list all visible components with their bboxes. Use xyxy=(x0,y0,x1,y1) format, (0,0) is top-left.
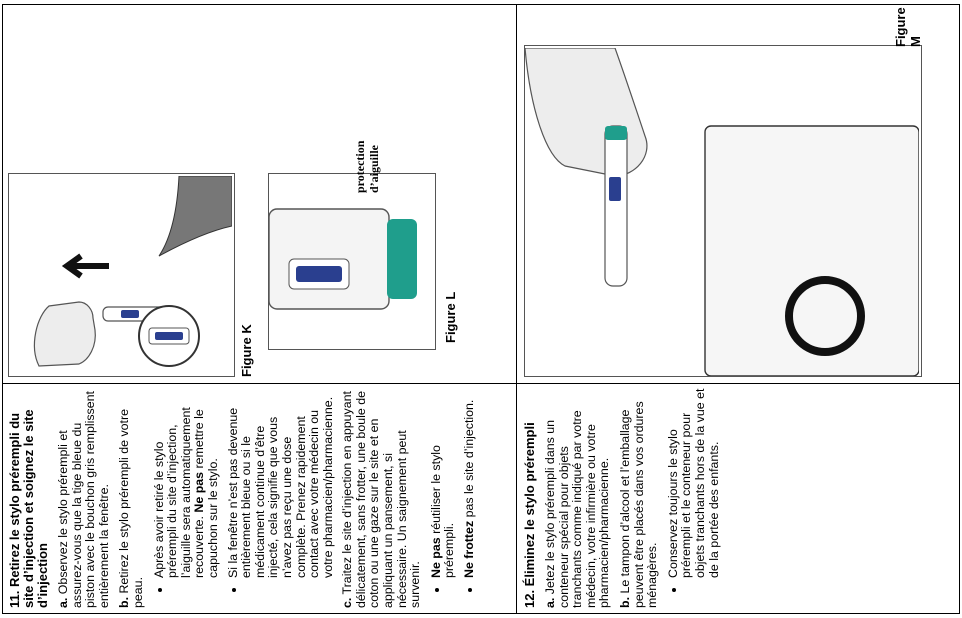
step12-b-bullet1: Conservez toujours le stylo prérempli et… xyxy=(666,388,721,578)
disposal-pen-tip xyxy=(605,126,627,140)
step11-b-bullet2: Si la fenêtre n’est pas devenue entièrem… xyxy=(226,388,336,578)
step11-c: c. Traitez le site d’injection en appuya… xyxy=(340,391,423,608)
pen-closeup-window-fill xyxy=(296,266,342,282)
step11-c-bullet2: Ne frottez pas le site d’injection. xyxy=(462,388,477,578)
arrow-up xyxy=(61,253,109,279)
pen-window xyxy=(121,310,139,318)
step11-b-list: Après avoir retiré le stylo prérempli du… xyxy=(152,388,336,608)
step12-b-list: Conservez toujours le stylo prérempli et… xyxy=(666,388,721,608)
disposal-pen-window xyxy=(609,177,621,201)
figure-l xyxy=(268,173,436,350)
column-divider xyxy=(3,383,959,384)
step11-b-bullet1: Après avoir retiré le stylo prérempli du… xyxy=(152,388,221,578)
instruction-table: 11. Retirez le stylo prérempli du site d… xyxy=(2,4,960,614)
step11-text-cell: 11. Retirez le stylo prérempli du site d… xyxy=(7,388,508,608)
hand-shape xyxy=(33,301,96,367)
figure-k-illustration xyxy=(33,175,233,367)
disposal-pen xyxy=(604,125,628,287)
step11-b: b. Retirez le stylo prérempli de votre p… xyxy=(117,408,145,608)
step12-text-cell: 12. Éliminez le stylo prérempli a. Jetez… xyxy=(522,388,953,608)
step11-a: a. Observez le stylo prérempli et assure… xyxy=(56,391,111,608)
figure-k xyxy=(8,173,235,377)
figure-m-illustration xyxy=(524,47,920,377)
step11-c-list: Ne pas réutiliser le stylo prérempli. Ne… xyxy=(429,388,477,608)
needle-shield xyxy=(387,219,417,299)
sharps-container xyxy=(704,125,920,377)
step12-title: 12. Éliminez le stylo prérempli xyxy=(522,422,537,608)
step11-c-bullet1: Ne pas réutiliser le stylo prérempli. xyxy=(429,388,457,578)
step12-a: a. Jetez le stylo prérempli dans un cont… xyxy=(543,410,612,608)
figure-l-label: Figure L xyxy=(443,291,458,343)
row-divider xyxy=(516,5,517,613)
figure-l-illustration xyxy=(268,208,417,310)
thigh-shape xyxy=(158,175,233,257)
figure-l-callout: protection d’aiguille xyxy=(353,140,381,193)
biohazard-symbol xyxy=(785,276,865,356)
figure-k-label: Figure K xyxy=(239,324,254,377)
step12-b: b. Le tampon d’alcool et l’emballage peu… xyxy=(617,401,660,608)
figure-m-label: Figure M xyxy=(893,7,923,47)
step11-title: 11. Retirez le stylo prérempli du site d… xyxy=(7,409,50,608)
disposal-hand xyxy=(524,47,648,177)
figure-m xyxy=(524,45,922,377)
zoom-window-fill xyxy=(155,332,183,340)
